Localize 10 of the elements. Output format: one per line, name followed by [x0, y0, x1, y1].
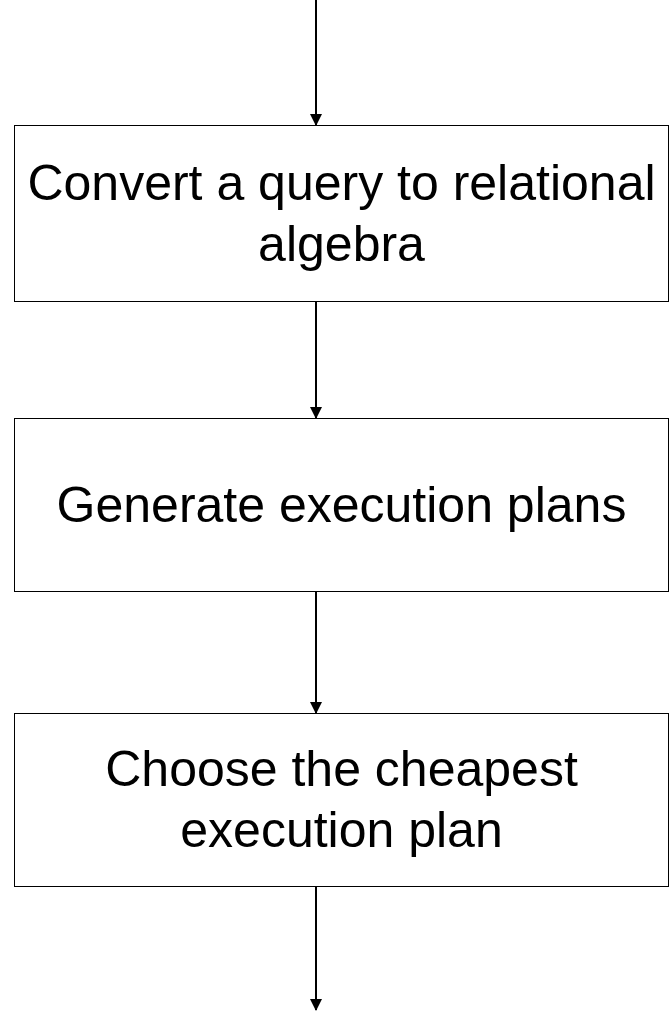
process-box — [14, 125, 669, 302]
process-box — [14, 418, 669, 592]
arrow — [310, 886, 322, 1011]
step-text: Generate execution plans — [56, 475, 627, 535]
arrow — [310, 591, 322, 714]
arrow — [310, 301, 322, 419]
step-text: Convert a query to relational algebra — [26, 153, 657, 274]
step-text: Choose the cheapest execution plan — [104, 740, 579, 860]
process-box — [14, 713, 669, 887]
arrow — [310, 0, 322, 126]
